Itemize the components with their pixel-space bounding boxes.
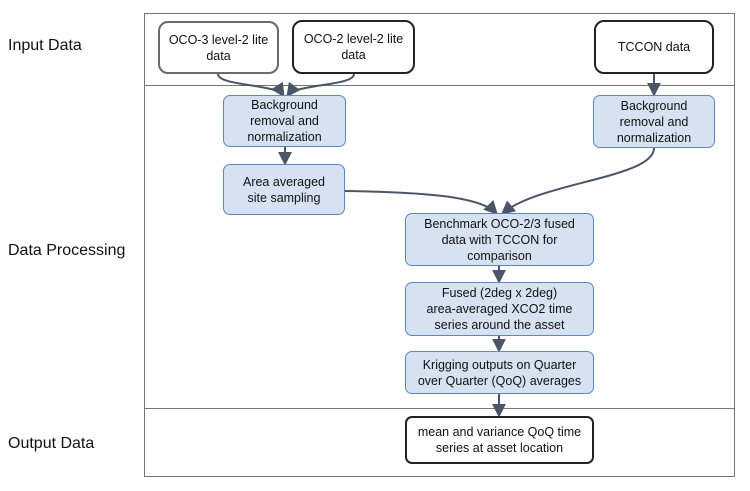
background-removal-left-node: Background removal and normalization [223,95,346,147]
area-averaged-node: Area averaged site sampling [223,164,345,215]
area-averaged-label: Area averaged site sampling [242,174,325,205]
oco2-input-node: OCO-2 level-2 lite data [292,20,415,74]
benchmark-node: Benchmark OCO-2/3 fused data with TCCON … [405,213,594,266]
data-processing-label: Data Processing [8,242,126,259]
tccon-input-node: TCCON data [594,20,714,74]
krigging-node: Krigging outputs on Quarter over Quarter… [405,351,594,394]
input-data-label: Input Data [8,37,82,54]
fused-node: Fused (2deg x 2deg) area-averaged XCO2 t… [405,282,594,336]
oco3-input-node: OCO-3 level-2 lite data [158,21,279,74]
oco2-input-label: OCO-2 level-2 lite data [303,32,404,62]
background-removal-left-label: Background removal and normalization [247,98,322,144]
krigging-label: Krigging outputs on Quarter over Quarter… [417,357,582,388]
background-removal-right-node: Background removal and normalization [593,95,715,148]
output-node: mean and variance QoQ time series at ass… [405,416,594,464]
benchmark-label: Benchmark OCO-2/3 fused data with TCCON … [424,216,575,263]
fused-label: Fused (2deg x 2deg) area-averaged XCO2 t… [426,286,573,332]
tccon-input-label: TCCON data [617,40,691,54]
output-data-label: Output Data [8,435,95,452]
background-removal-right-label: Background removal and normalization [616,98,692,145]
output-label: mean and variance QoQ time series at ass… [417,425,582,455]
oco3-input-label: OCO-3 level-2 lite data [168,32,269,63]
